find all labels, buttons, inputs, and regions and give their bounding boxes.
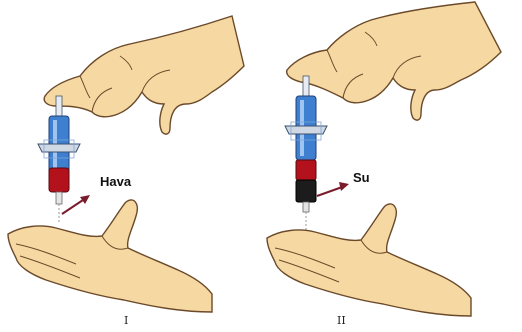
hand-pinching-icon — [44, 16, 244, 134]
hand-pinching-icon — [287, 2, 501, 120]
arrow-icon — [317, 182, 349, 196]
syringe-icon — [38, 96, 90, 224]
syringe-plug — [49, 168, 69, 192]
label-air: Hava — [100, 174, 131, 189]
lower-hand-shape — [8, 200, 212, 312]
panel-air: Hava I — [0, 0, 261, 332]
open-hand-icon — [267, 204, 471, 316]
panel-numeral-ii: II — [337, 314, 346, 327]
panel-water: Su II — [261, 0, 522, 332]
syringe-plug — [296, 160, 316, 180]
label-water: Su — [353, 170, 370, 185]
panel-numeral-i: I — [124, 314, 128, 327]
panel-air-drawing — [0, 0, 261, 332]
lower-hand-shape — [267, 204, 471, 316]
syringe-water — [296, 180, 316, 202]
upper-hand-shape — [44, 16, 244, 134]
panel-water-drawing — [261, 0, 522, 332]
upper-hand-shape — [287, 2, 501, 120]
arrow-icon — [62, 195, 90, 214]
open-hand-icon — [8, 200, 212, 312]
syringe-icon — [285, 76, 349, 230]
